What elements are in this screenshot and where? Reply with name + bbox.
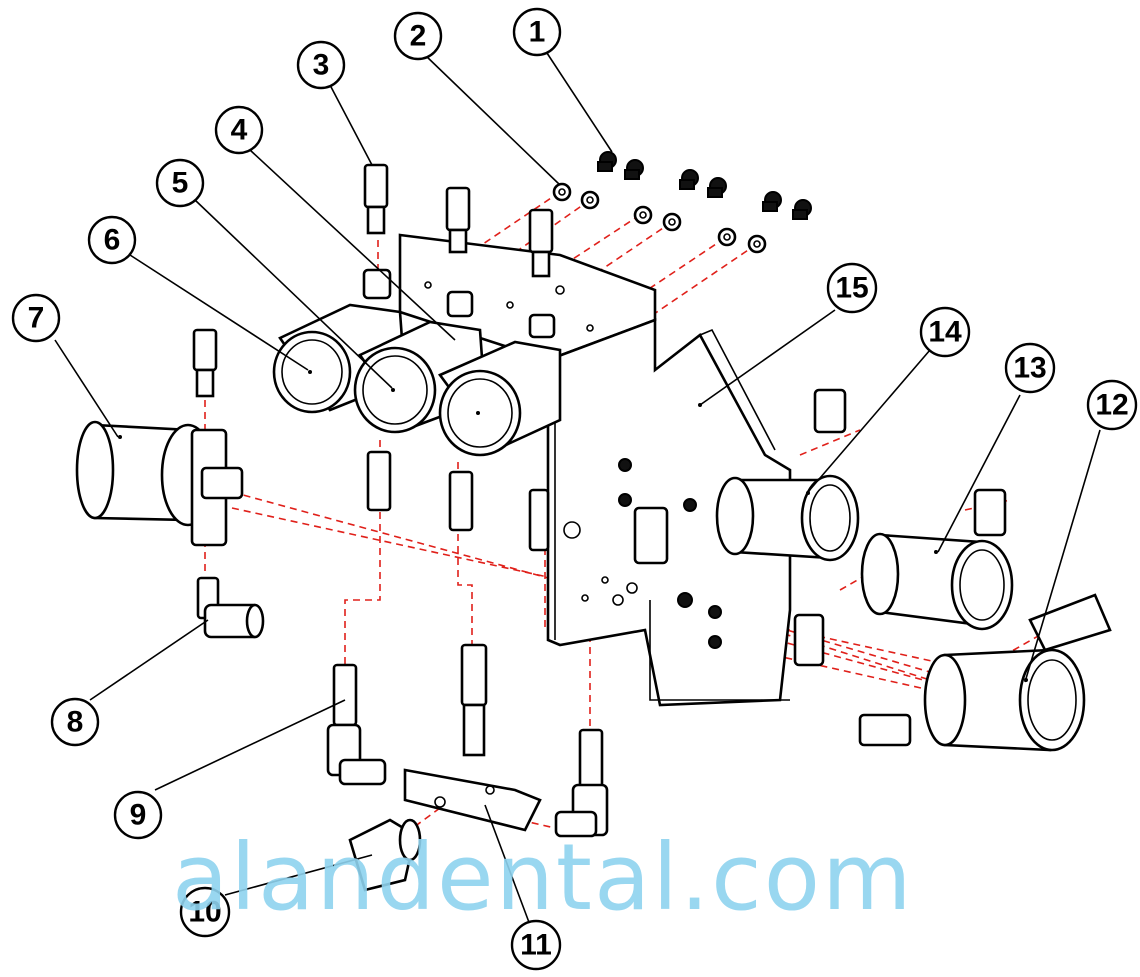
- regulator: [75, 420, 244, 547]
- mounting-bracket: [398, 233, 792, 707]
- svg-text:7: 7: [28, 302, 45, 335]
- washers: [552, 182, 767, 254]
- svg-text:8: 8: [67, 706, 84, 739]
- callout-13: 13: [1004, 342, 1056, 394]
- svg-text:1: 1: [529, 16, 546, 49]
- pressure-gauges: [272, 268, 562, 457]
- solenoid-valves: [633, 388, 1112, 752]
- svg-text:14: 14: [928, 316, 962, 349]
- svg-text:12: 12: [1095, 389, 1128, 422]
- callout-14: 14: [919, 306, 971, 358]
- svg-text:4: 4: [231, 114, 248, 147]
- svg-text:2: 2: [410, 20, 427, 53]
- callout-1: 1: [512, 7, 562, 57]
- callout-5: 5: [155, 158, 205, 208]
- elbow-10: [348, 818, 422, 892]
- callout-11: 11: [510, 919, 562, 971]
- svg-text:6: 6: [104, 224, 121, 257]
- svg-text:15: 15: [835, 272, 868, 305]
- callout-10: 10: [179, 886, 231, 938]
- svg-text:9: 9: [130, 799, 147, 832]
- svg-text:3: 3: [313, 49, 330, 82]
- callout-4: 4: [214, 105, 264, 155]
- callout-12: 12: [1086, 379, 1138, 431]
- screws: [597, 151, 812, 649]
- callout-3: 3: [296, 40, 346, 90]
- elbow-fitting: [196, 576, 265, 639]
- callouts: 1 2 3 4 5 6 7 8 9 10 11 12 13 14 15: [11, 7, 1138, 971]
- push-fittings-top: [192, 163, 554, 552]
- callout-9: 9: [113, 790, 163, 840]
- callout-15: 15: [826, 262, 878, 314]
- svg-text:5: 5: [172, 167, 189, 200]
- svg-text:11: 11: [520, 929, 552, 962]
- callout-2: 2: [393, 11, 443, 61]
- callout-6: 6: [87, 215, 137, 265]
- leader-lines: [54, 49, 1101, 926]
- svg-text:13: 13: [1013, 352, 1046, 385]
- lower-fittings: [326, 643, 609, 838]
- svg-text:10: 10: [188, 896, 221, 929]
- callout-7: 7: [11, 293, 61, 343]
- callout-8: 8: [50, 697, 100, 747]
